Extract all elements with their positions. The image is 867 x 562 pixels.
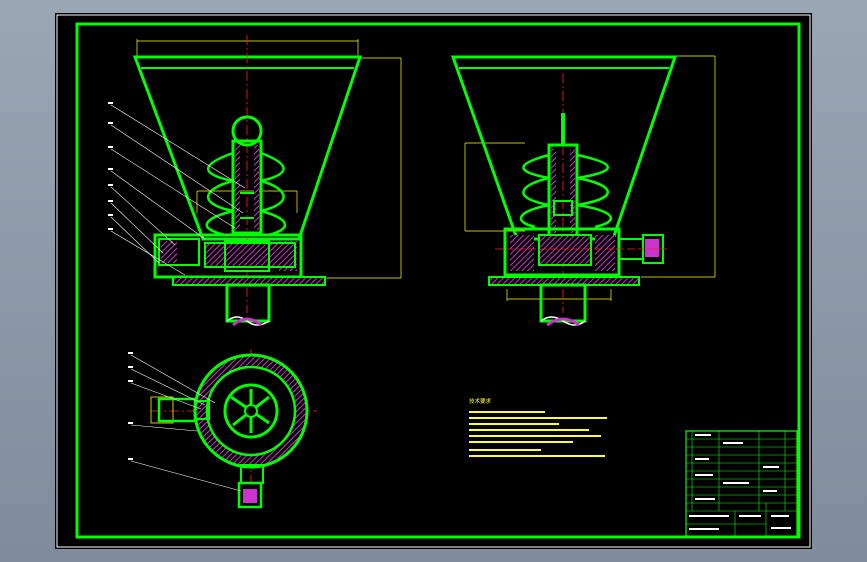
hopper-cone-side (450, 55, 678, 241)
top-ball (231, 115, 263, 147)
sheet-outer-border (56, 14, 811, 548)
hopper-cone-front (132, 55, 363, 241)
sheet-inner-frame (75, 22, 801, 539)
front-view (108, 35, 402, 327)
tech-heading: 技术要求 (469, 397, 492, 405)
title-block (685, 430, 798, 538)
side-view (450, 55, 716, 327)
technical-notes: 技术要求 (469, 397, 607, 457)
drive-motor-top (243, 489, 257, 503)
drawing-viewport[interactable]: 技术要求 (55, 13, 812, 549)
drive-motor-side (645, 239, 659, 257)
engineering-drawing: 技术要求 (56, 14, 811, 548)
top-view (128, 349, 317, 509)
